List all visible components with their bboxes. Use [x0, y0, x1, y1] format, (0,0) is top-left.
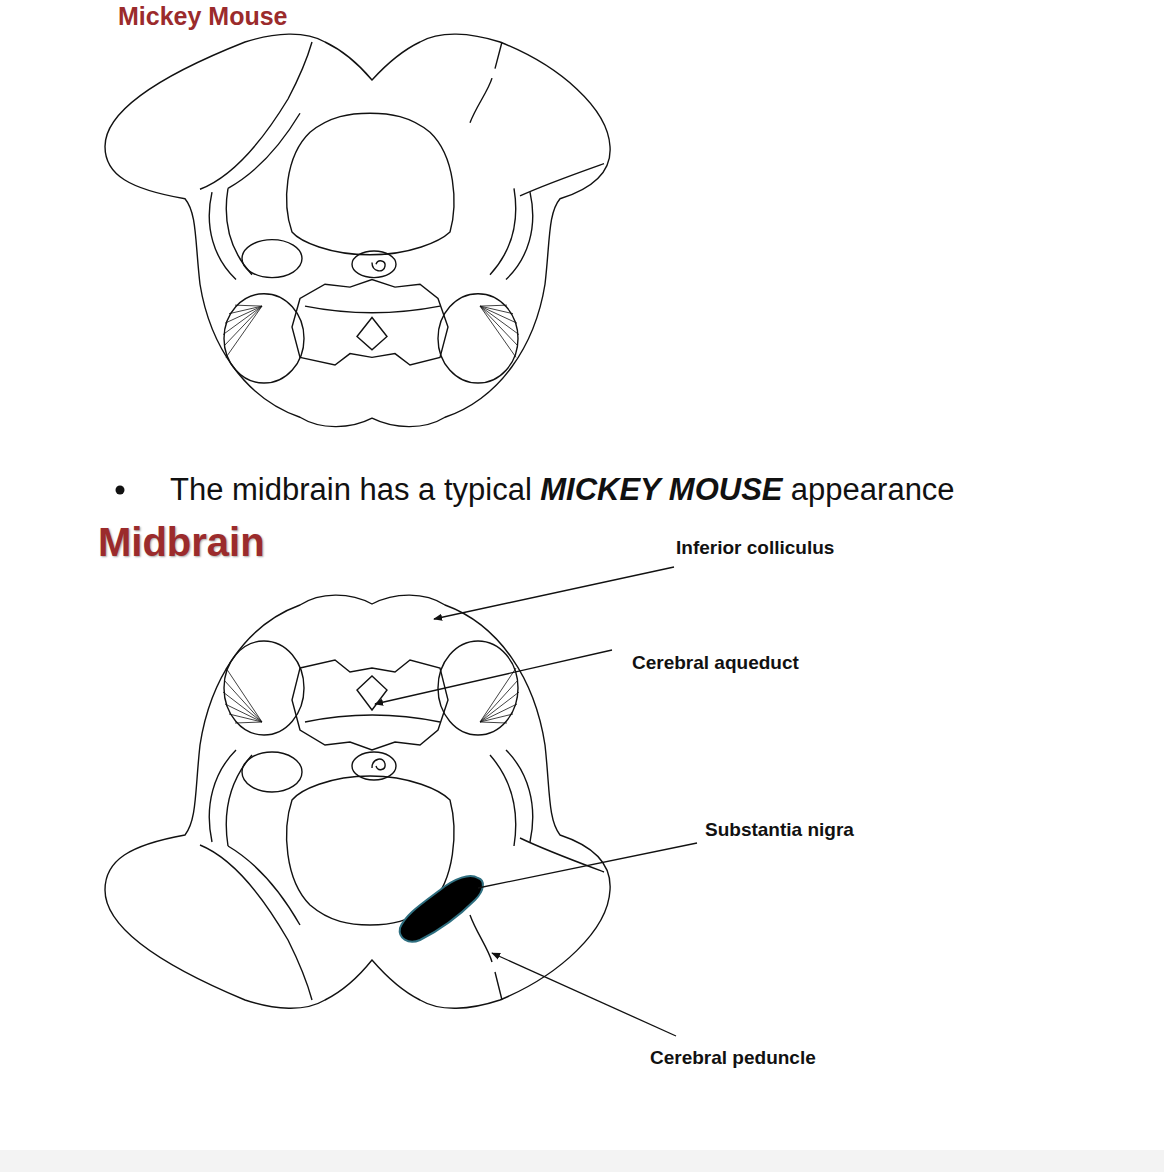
structure-label: Cerebral peduncle — [650, 1047, 816, 1069]
leader-line — [478, 843, 697, 888]
leader-line — [492, 953, 676, 1036]
substantia-nigra-shape — [400, 876, 483, 942]
page-heading: Mickey Mouse — [118, 2, 288, 31]
bullet-text: appearance — [791, 472, 955, 508]
structure-label: Inferior colliculus — [676, 537, 834, 559]
leader-line — [375, 650, 612, 704]
section-heading: Midbrain — [98, 519, 265, 565]
bullet-line: The midbrain has a typicalMICKEY MOUSEap… — [170, 472, 955, 508]
bullet-dot — [116, 486, 125, 495]
structure-label: Cerebral aqueduct — [632, 652, 799, 674]
leader-lines — [375, 567, 697, 1036]
leader-line — [434, 567, 674, 619]
page-footer-band — [0, 1150, 1164, 1172]
bullet-text: The midbrain has a typical — [170, 472, 532, 508]
structure-label: Substantia nigra — [705, 819, 854, 841]
midbrain-section-flipped — [105, 34, 610, 426]
emphasis-text: MICKEY MOUSE — [540, 472, 782, 508]
midbrain-section — [105, 595, 610, 1008]
